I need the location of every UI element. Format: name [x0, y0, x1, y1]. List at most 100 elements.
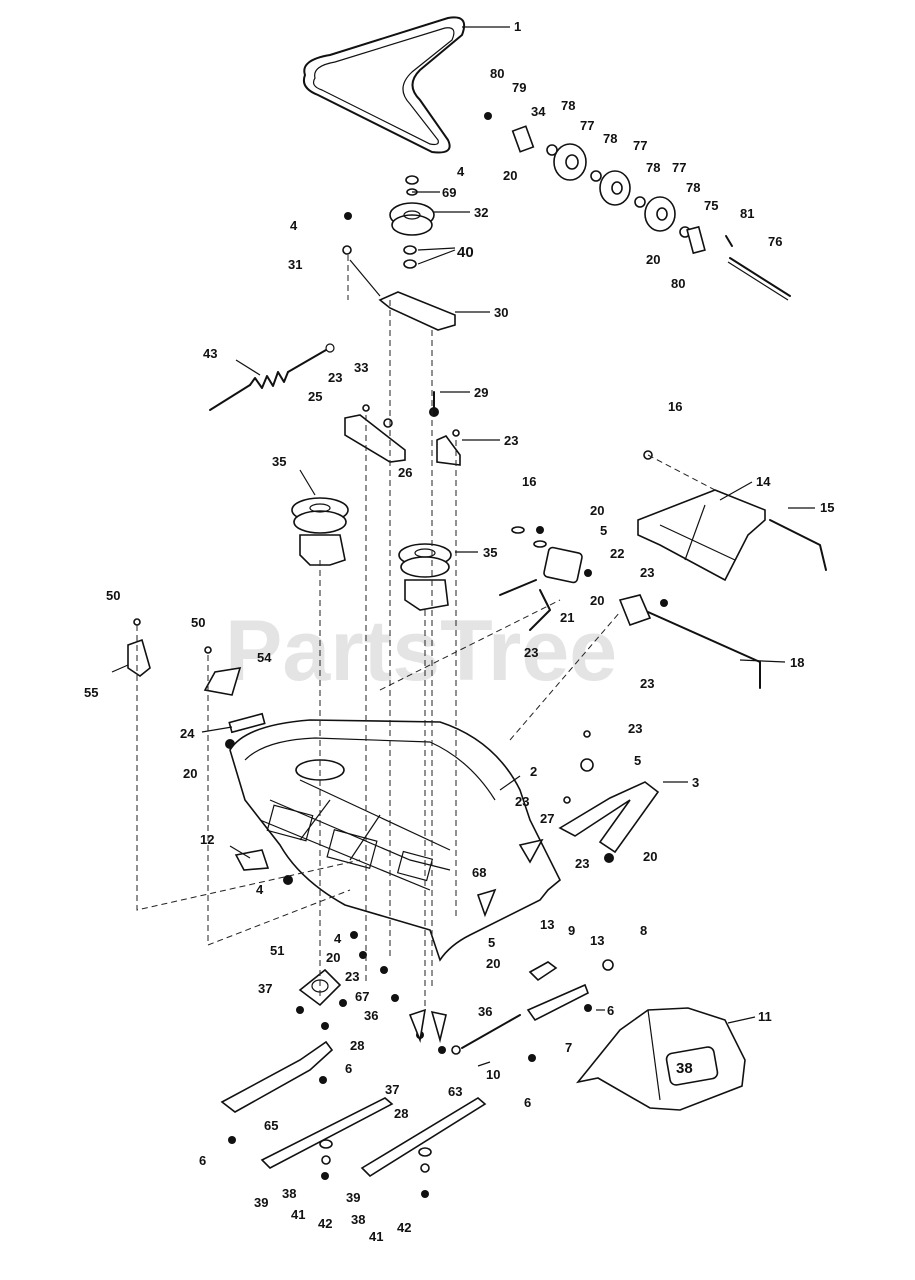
callout-51: 51	[270, 943, 284, 958]
callout-29: 29	[474, 385, 488, 400]
callout-39b: 39	[346, 1190, 360, 1205]
callout-23d: 23	[524, 645, 538, 660]
callout-69: 69	[442, 185, 456, 200]
callout-78b: 78	[603, 131, 617, 146]
callout-37a: 37	[258, 981, 272, 996]
callout-23c: 23	[640, 565, 654, 580]
callout-78d: 78	[686, 180, 700, 195]
callout-23h: 23	[575, 856, 589, 871]
idler-pulley-assembly	[484, 112, 791, 301]
spindle-pulley-35-right	[398, 543, 452, 611]
callout-34: 34	[531, 104, 546, 119]
callout-13b: 13	[590, 933, 604, 948]
callout-5b: 5	[634, 753, 641, 768]
callout-76: 76	[768, 234, 782, 249]
callout-6a: 6	[607, 1003, 614, 1018]
callout-7: 7	[565, 1040, 572, 1055]
callout-55: 55	[84, 685, 98, 700]
callout-1: 1	[514, 19, 521, 34]
callout-9: 9	[568, 923, 575, 938]
callout-6d: 6	[199, 1153, 206, 1168]
callout-43: 43	[203, 346, 217, 361]
callout-25: 25	[308, 389, 322, 404]
callout-23i: 23	[345, 969, 359, 984]
watermark: PartsTree	[225, 603, 617, 699]
spindle-pulley-35-left	[291, 497, 349, 566]
callout-22: 22	[610, 546, 624, 561]
callout-81: 81	[740, 206, 754, 221]
callout-23g: 23	[515, 794, 529, 809]
callout-80a: 80	[490, 66, 504, 81]
callout-4d: 4	[334, 931, 342, 946]
callout-79: 79	[512, 80, 526, 95]
callout-75: 75	[704, 198, 718, 213]
callout-20g: 20	[326, 950, 340, 965]
blade-39-right	[360, 1097, 487, 1198]
discharge-chute-11-part: 38	[575, 1007, 746, 1111]
blade-39-left	[260, 1097, 394, 1180]
callout-12: 12	[200, 832, 214, 847]
callout-20e: 20	[183, 766, 197, 781]
lower-hardware-parts	[451, 959, 614, 1062]
callout-77a: 77	[580, 118, 594, 133]
callout-4c: 4	[256, 882, 264, 897]
alignment-lines	[136, 255, 716, 1010]
callout-18: 18	[790, 655, 804, 670]
callout-38b: 38	[351, 1212, 365, 1227]
mower-deck-housing-2	[229, 719, 561, 962]
callout-78c: 78	[646, 160, 660, 175]
callout-labels: 1 80 79 34 78 77 78 77 78 77 78 75 20 20…	[84, 19, 834, 1244]
baffle-3-part	[558, 730, 660, 863]
callout-3: 3	[692, 775, 699, 790]
callout-20d: 20	[590, 593, 604, 608]
callout-16a: 16	[668, 399, 682, 414]
callout-20h: 20	[486, 956, 500, 971]
callout-5c: 5	[488, 935, 495, 950]
callout-2: 2	[530, 764, 537, 779]
bracket-26-part	[436, 429, 461, 466]
callout-20f: 20	[643, 849, 657, 864]
callout-32: 32	[474, 205, 488, 220]
callout-42b: 42	[397, 1220, 411, 1235]
callout-15: 15	[820, 500, 834, 515]
callout-39a: 39	[254, 1195, 268, 1210]
callout-23f: 23	[628, 721, 642, 736]
callout-50b: 50	[191, 615, 205, 630]
callout-21: 21	[560, 610, 574, 625]
callout-14: 14	[756, 474, 771, 489]
lift-bracket-22-part	[499, 526, 761, 689]
callout-80b: 80	[671, 276, 685, 291]
callout-27: 27	[540, 811, 554, 826]
callout-35b: 35	[483, 545, 497, 560]
callout-28b: 28	[394, 1106, 408, 1121]
callout-41a: 41	[291, 1207, 305, 1222]
callout-33: 33	[354, 360, 368, 375]
callout-24: 24	[180, 726, 195, 741]
callout-30: 30	[494, 305, 508, 320]
callout-37b: 37	[385, 1082, 399, 1097]
callout-36a: 36	[364, 1008, 378, 1023]
callout-20a: 20	[503, 168, 517, 183]
leader-lines	[111, 26, 815, 1067]
callout-23b: 23	[504, 433, 518, 448]
pulley-32-part	[342, 175, 435, 269]
callout-20b: 20	[646, 252, 660, 267]
callout-23e: 23	[640, 676, 654, 691]
callout-6c: 6	[524, 1095, 531, 1110]
callout-26: 26	[398, 465, 412, 480]
callout-68: 68	[472, 865, 486, 880]
callout-8: 8	[640, 923, 647, 938]
callout-63: 63	[448, 1084, 462, 1099]
callout-16b: 16	[522, 474, 536, 489]
spindle-housing-51-part	[283, 875, 447, 1084]
callout-77c: 77	[672, 160, 686, 175]
callout-42a: 42	[318, 1216, 332, 1231]
callout-11: 11	[758, 1009, 772, 1024]
callout-40: 40	[457, 244, 474, 261]
chute-decal-text: 38	[676, 1060, 693, 1077]
spring-43-part	[209, 343, 335, 411]
callout-36b: 36	[478, 1004, 492, 1019]
callout-5a: 5	[600, 523, 607, 538]
callout-13a: 13	[540, 917, 554, 932]
